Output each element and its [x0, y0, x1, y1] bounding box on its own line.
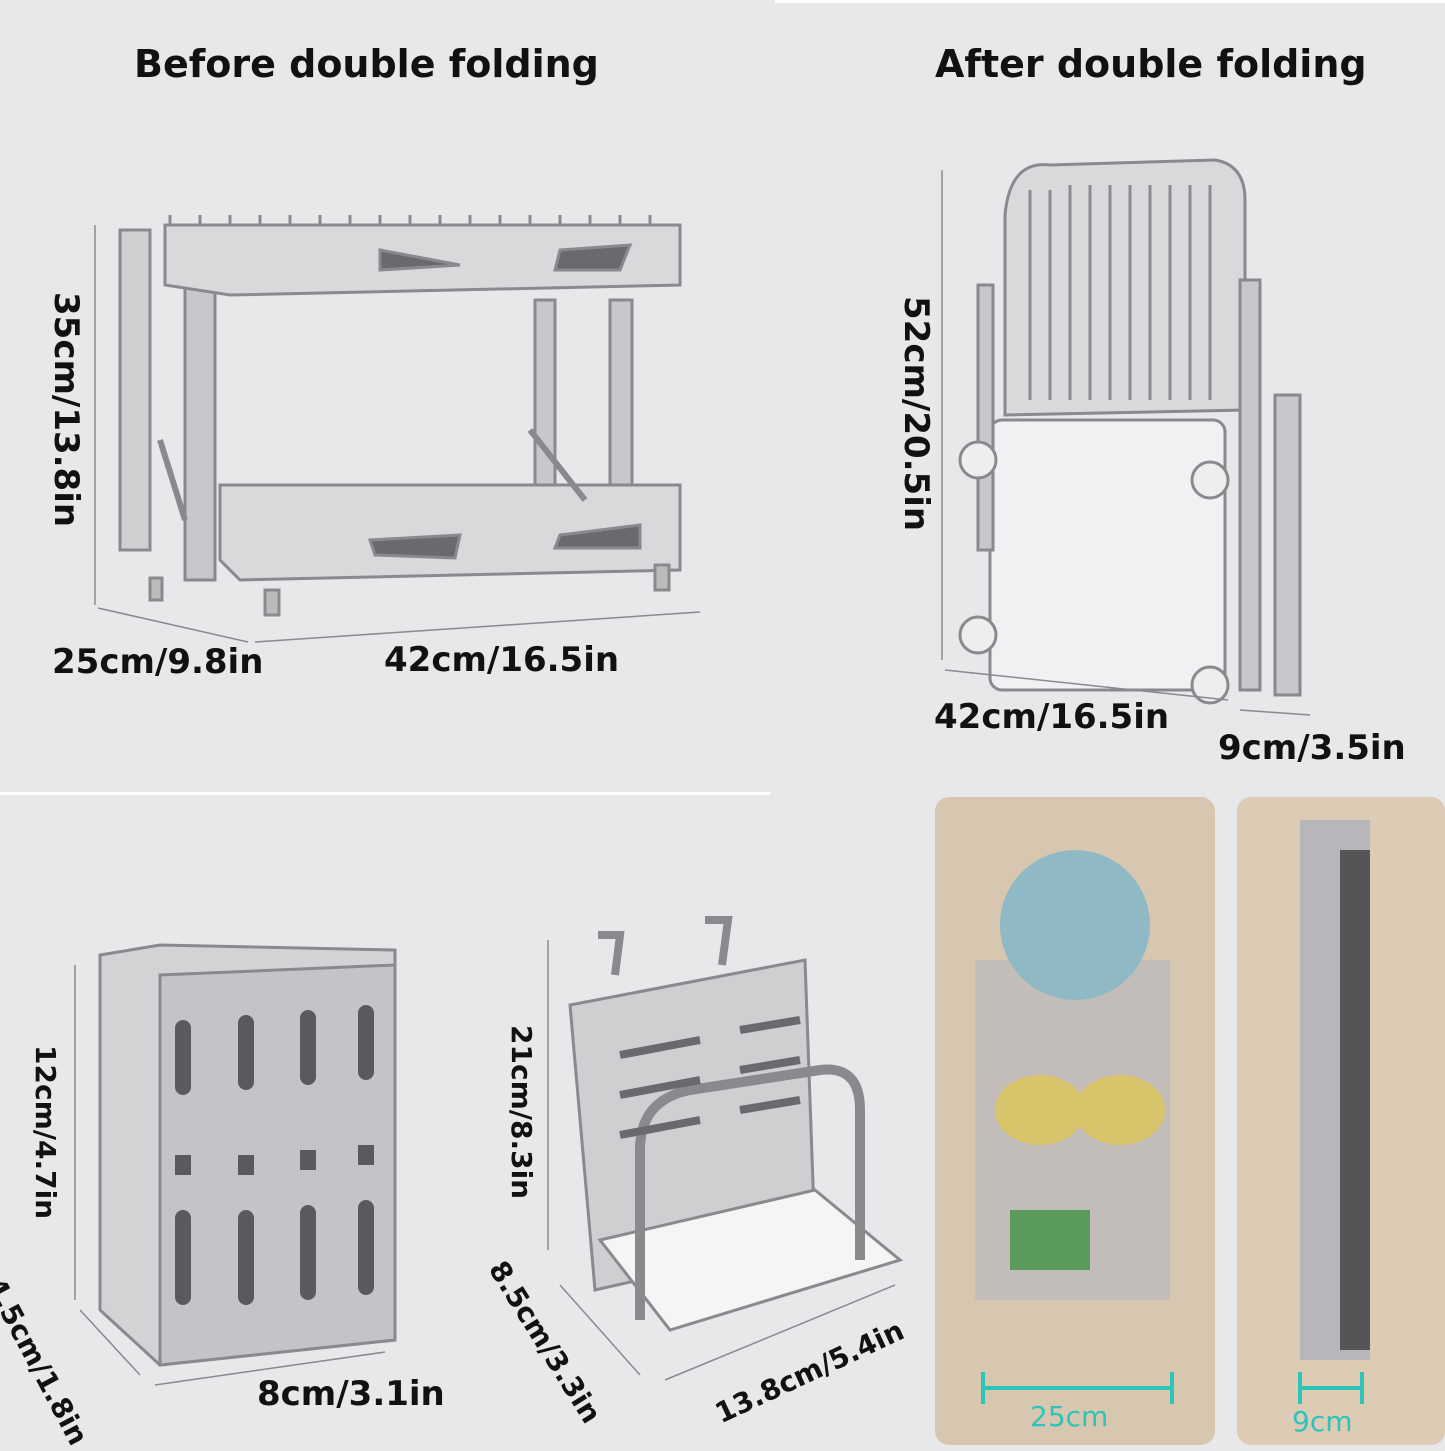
- before-width-label: 42cm/16.5in: [384, 640, 620, 680]
- after-depth-label: 9cm/3.5in: [1218, 728, 1406, 768]
- divider-top-right: [775, 0, 1445, 3]
- utensil-height-label: 12cm/4.7in: [29, 1045, 62, 1220]
- utensil-holder-image: [74, 943, 397, 1386]
- utensil-width-label: 8cm/3.1in: [257, 1374, 445, 1414]
- after-folding-title: After double folding: [935, 42, 1367, 86]
- before-folding-title: Before double folding: [134, 42, 599, 86]
- rack-unfolded-image: [94, 215, 701, 643]
- board-holder-image: [547, 916, 904, 1381]
- board-height-label: 21cm/8.3in: [505, 1025, 538, 1200]
- after-height-label: 52cm/20.5in: [896, 296, 936, 532]
- photo-unfolded-width-label: 25cm: [1030, 1400, 1109, 1433]
- after-width-label: 42cm/16.5in: [934, 697, 1170, 737]
- before-depth-label: 25cm/9.8in: [52, 642, 264, 682]
- before-height-label: 35cm/13.8in: [46, 292, 86, 528]
- divider-middle: [0, 792, 770, 795]
- rack-folded-image: [941, 158, 1311, 716]
- installed-photos: [935, 797, 1445, 1445]
- photo-folded-width-label: 9cm: [1292, 1405, 1353, 1438]
